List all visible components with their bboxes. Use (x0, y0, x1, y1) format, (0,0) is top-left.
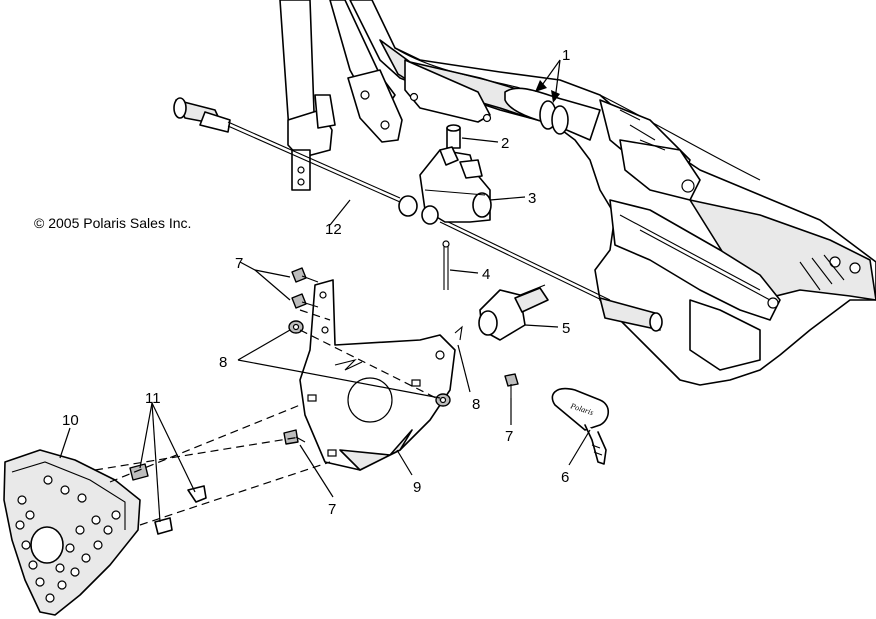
frame-bolt-icon (767, 297, 779, 309)
callout-4: 4 (482, 266, 490, 283)
frame-bolt-icon (849, 262, 861, 274)
part-10-cover (3, 449, 141, 616)
upper-bracket (329, 0, 492, 143)
part-4-pin (442, 240, 450, 290)
callout-7-bottom: 7 (328, 501, 336, 518)
part-1-handlebar (504, 87, 601, 141)
part-7-bolts (283, 267, 519, 445)
callout-3: 3 (528, 190, 536, 207)
callout-8-right: 8 (472, 396, 480, 413)
part-2-bushing (446, 124, 461, 149)
vent-holes (15, 475, 121, 603)
part-8-nuts (288, 320, 463, 407)
callout-6: 6 (561, 469, 569, 486)
callout-5: 5 (562, 320, 570, 337)
frame-assembly (349, 0, 876, 386)
frame-bolt-icon (681, 179, 695, 193)
callout-7-right: 7 (505, 428, 513, 445)
callout-10: 10 (62, 412, 79, 429)
frame-bolt-icon (829, 256, 841, 268)
copyright-notice: © 2005 Polaris Sales Inc. (34, 215, 191, 231)
callout-2: 2 (501, 135, 509, 152)
callout-11: 11 (145, 390, 161, 407)
part-11-clips (129, 463, 207, 535)
part-5-ignition-switch (478, 284, 549, 341)
part-3-housing (419, 146, 492, 225)
leader-lines (59, 59, 591, 523)
callout-12: 12 (325, 221, 342, 238)
callout-7-top: 7 (235, 255, 243, 272)
part-6-key: Polaris (551, 387, 610, 465)
callout-9: 9 (413, 479, 421, 496)
callout-1: 1 (562, 47, 570, 64)
callout-8-left: 8 (219, 354, 227, 371)
assembly-lines (94, 309, 441, 526)
callout-labels: 1 2 3 4 5 6 7 7 7 8 8 9 10 11 12 (62, 47, 570, 518)
steering-post (279, 0, 336, 191)
part-9-bracket (299, 279, 456, 471)
part-12-cable (173, 97, 663, 332)
